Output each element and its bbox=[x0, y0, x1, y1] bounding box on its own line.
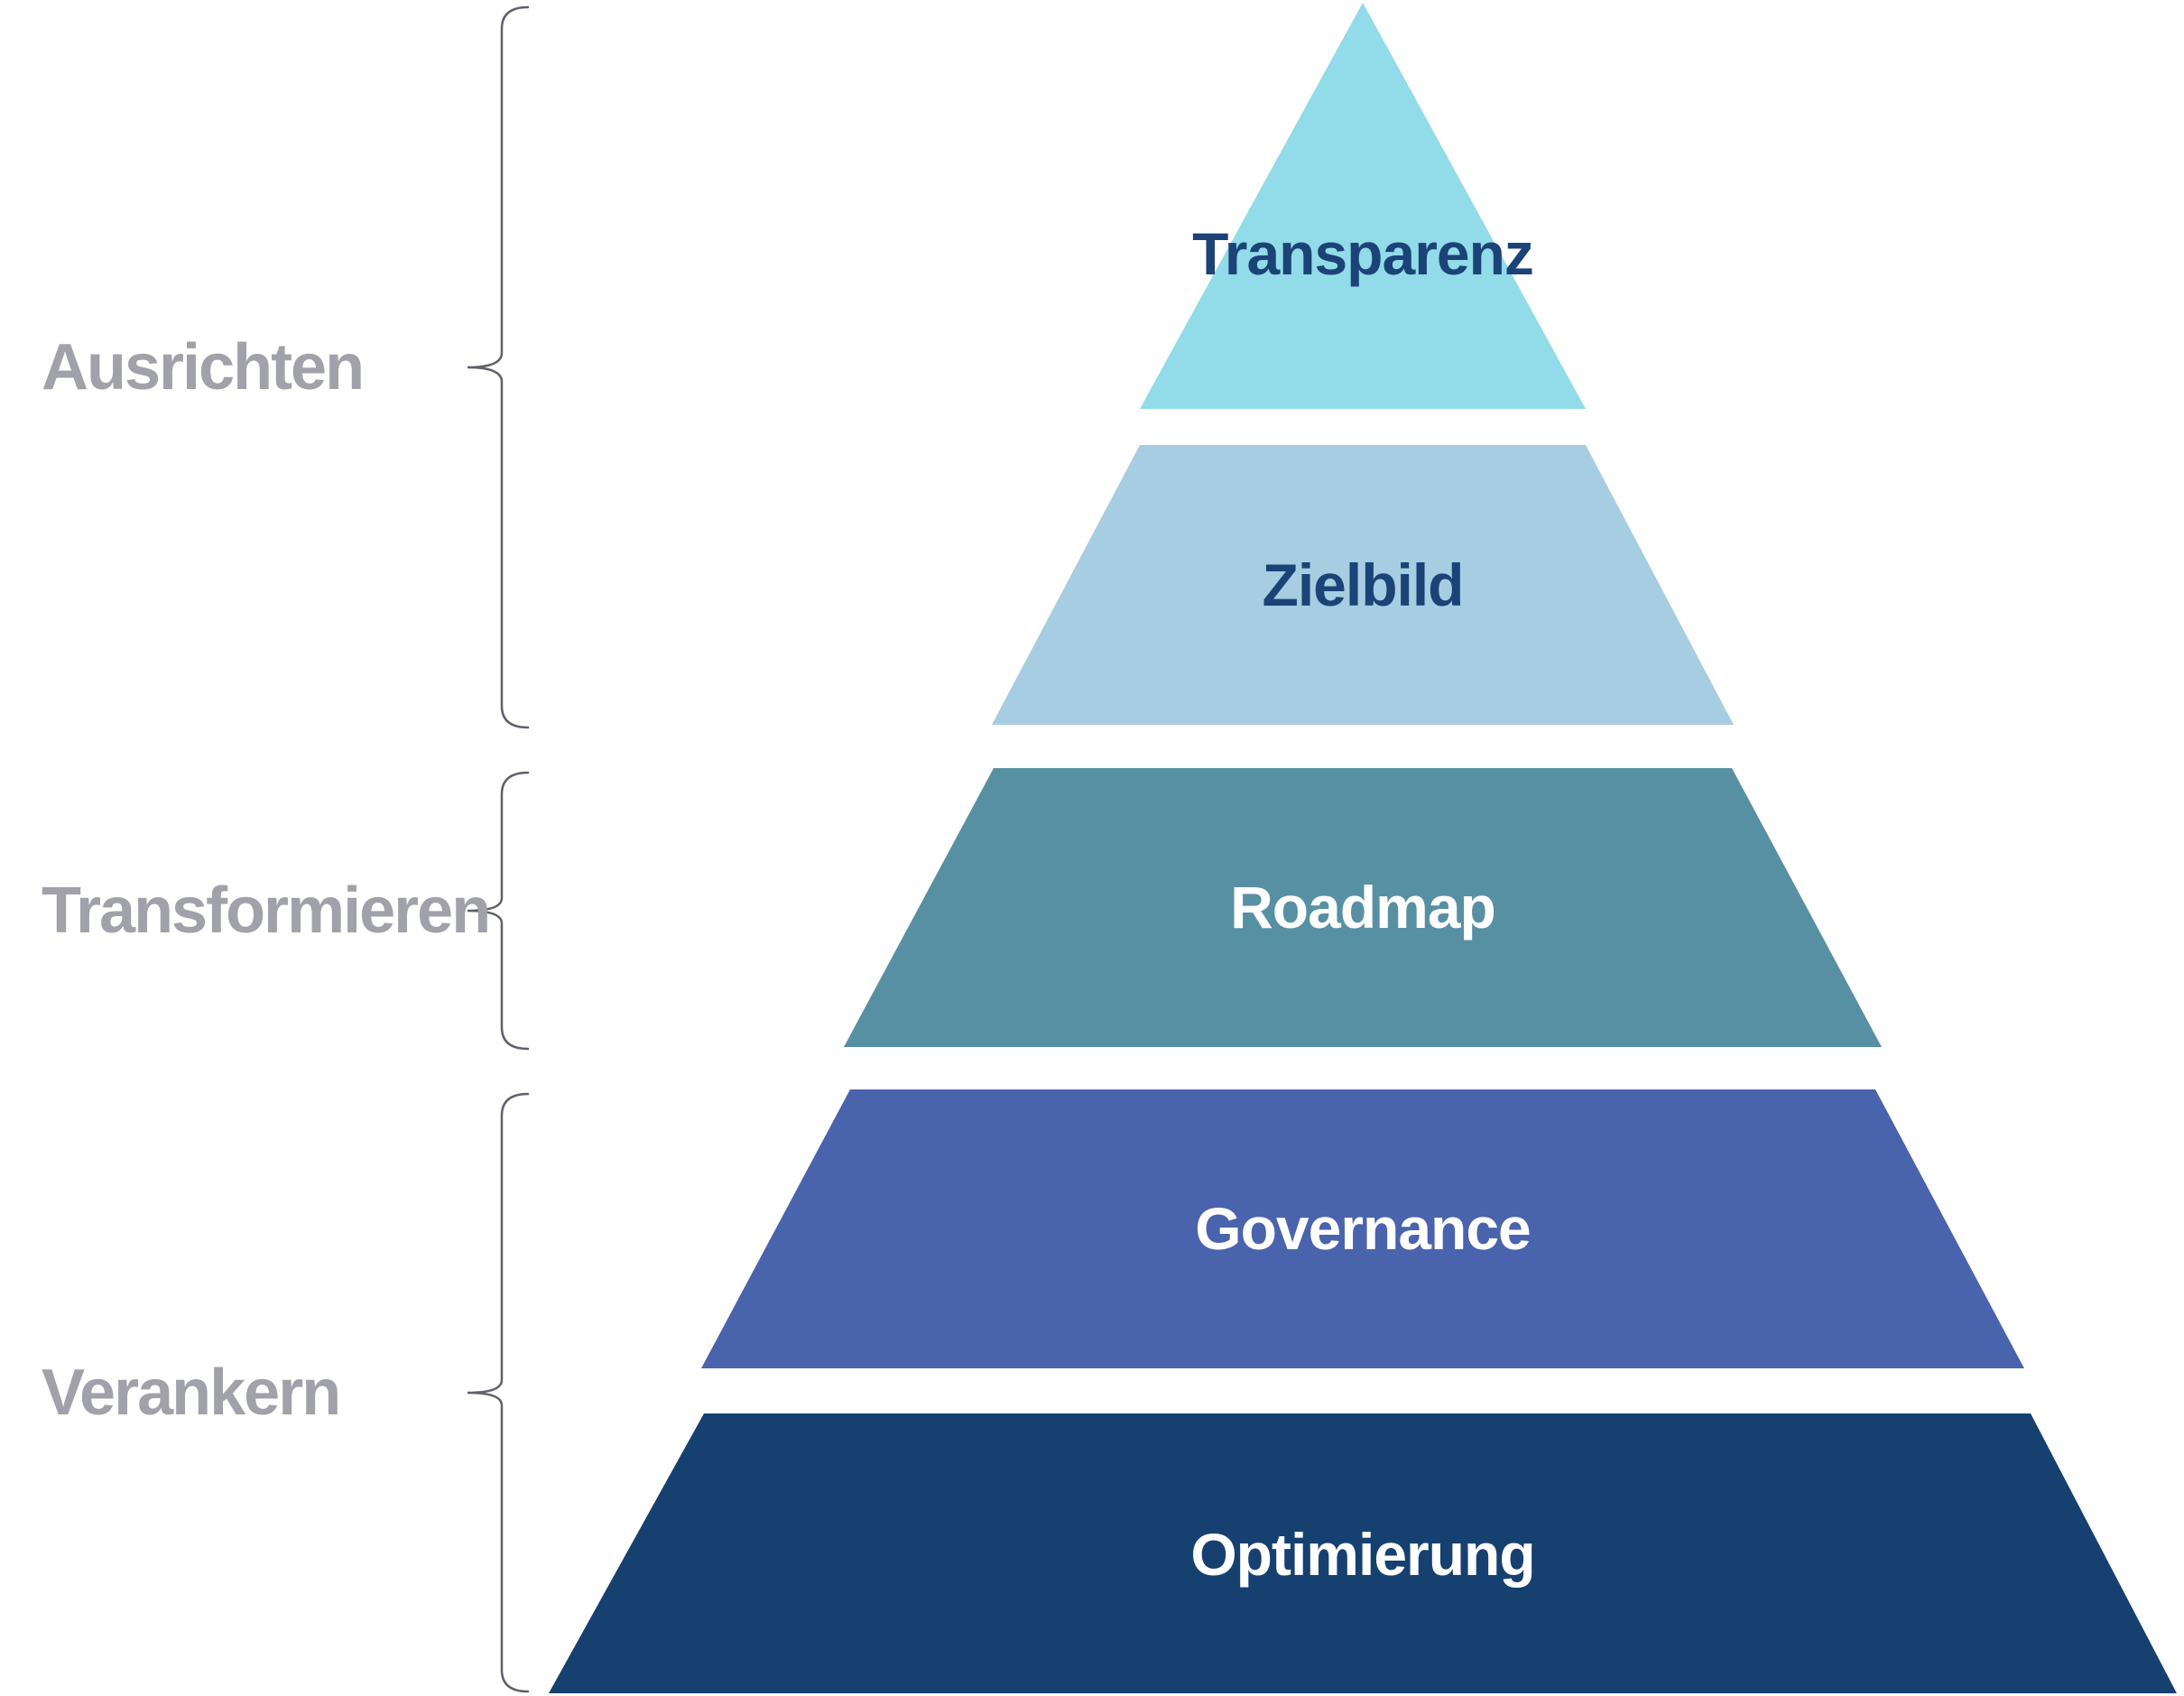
level-label-roadmap: Roadmap bbox=[1230, 874, 1496, 941]
level-label-transparenz: Transparenz bbox=[1192, 220, 1534, 287]
phase-label-transformieren: Transformieren bbox=[42, 875, 491, 947]
level-label-zielbild: Zielbild bbox=[1262, 551, 1465, 618]
level-label-governance: Governance bbox=[1195, 1195, 1531, 1262]
level-transparenz-shape bbox=[1140, 3, 1586, 409]
level-label-optimierung: Optimierung bbox=[1190, 1521, 1535, 1588]
level-governance-shape bbox=[701, 1089, 2024, 1368]
brace-verankern bbox=[467, 1092, 530, 1693]
level-roadmap-shape bbox=[844, 768, 1882, 1047]
level-optimierung-shape bbox=[549, 1413, 2177, 1693]
brace-transformieren bbox=[467, 771, 530, 1051]
phase-label-verankern: Verankern bbox=[42, 1357, 341, 1429]
brace-ausrichten bbox=[467, 5, 530, 729]
phase-label-ausrichten: Ausrichten bbox=[42, 331, 365, 403]
level-zielbild-shape bbox=[992, 445, 1734, 725]
